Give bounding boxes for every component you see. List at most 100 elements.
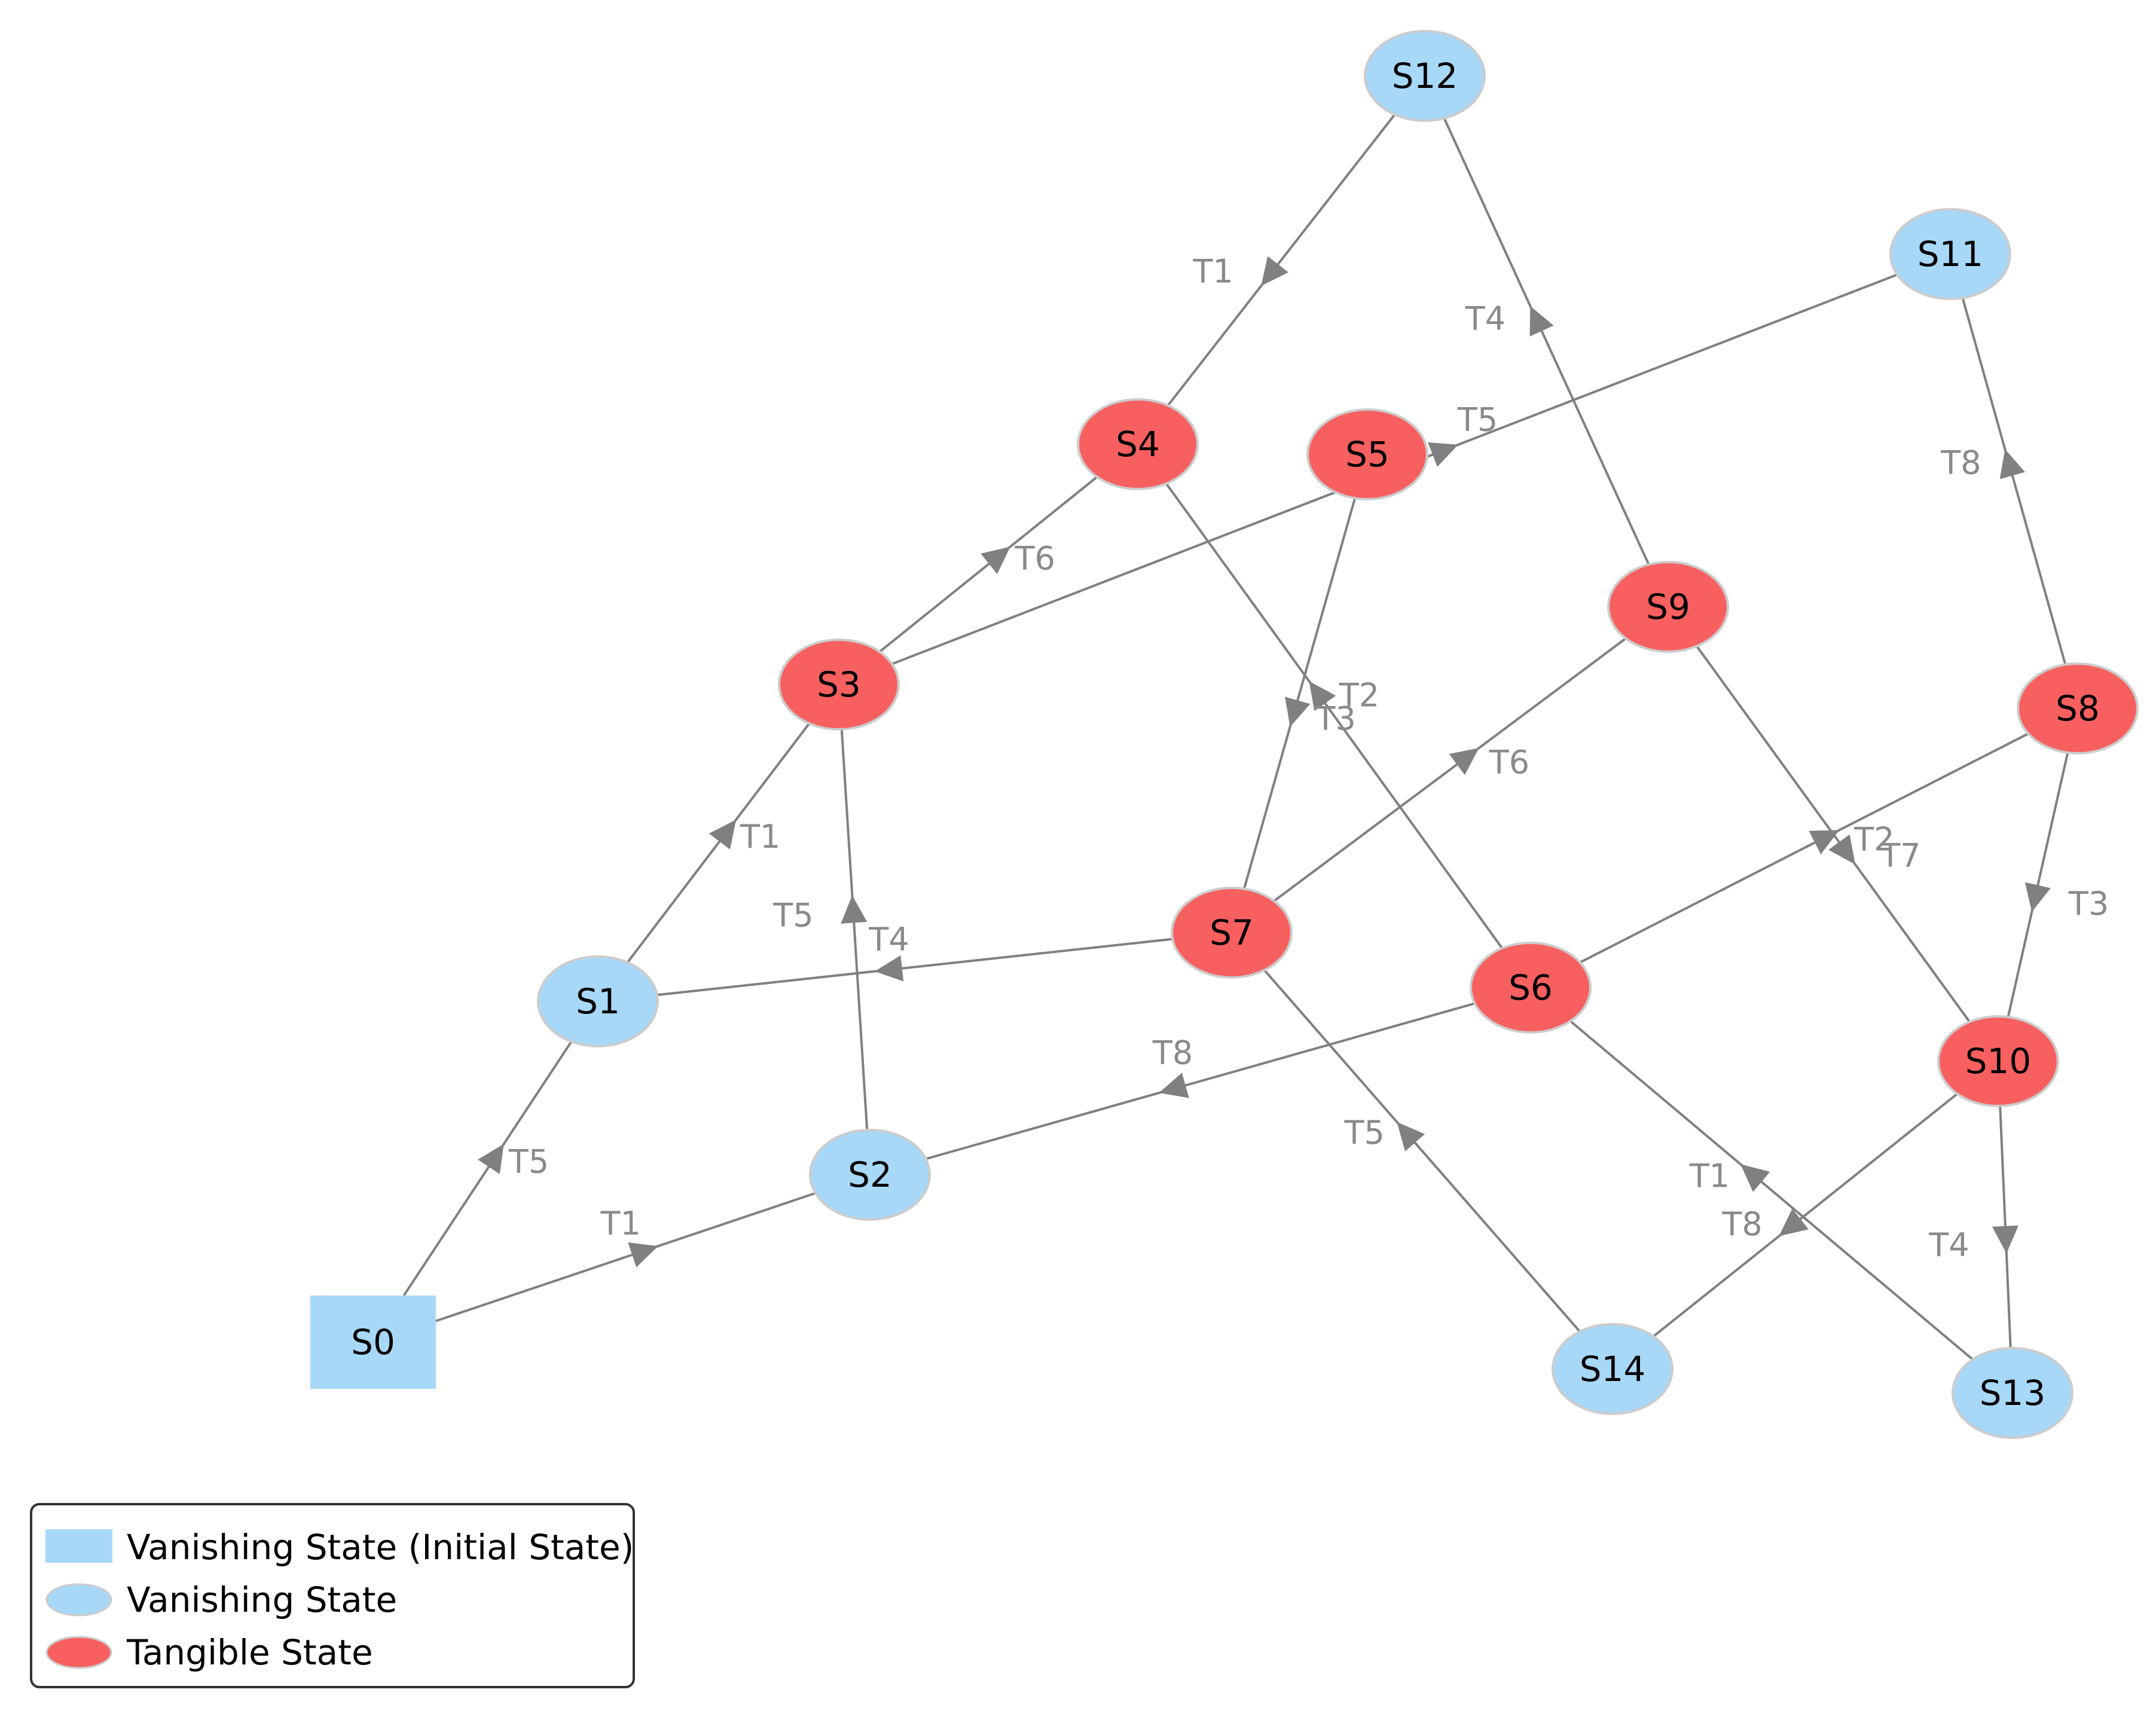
state-node-s3[interactable]: S3 [778,638,900,731]
state-node-s0[interactable]: S0 [310,1296,436,1389]
state-node-s14[interactable]: S14 [1552,1323,1674,1415]
state-node-s10[interactable]: S10 [1937,1015,2059,1107]
edge-s0-s1 [402,1041,573,1297]
legend-label-vanishing: Vanishing State [127,1579,397,1620]
edge-arrowhead-icon [1397,1122,1425,1151]
state-label: S10 [1965,1041,2032,1081]
edge-s2-s3 [840,729,869,1131]
edge-arrowhead-icon [1159,1073,1189,1098]
state-label: S9 [1646,586,1690,627]
edge-arrowhead-icon [1999,449,2026,479]
edge-label: T3 [2068,885,2109,922]
tangible-state-ellipse [1077,398,1199,490]
edge-label: T1 [1689,1157,1730,1195]
vanishing-state-ellipse [1889,208,2011,300]
edge-label: T1 [600,1205,640,1242]
edge-label: T8 [1940,444,1981,481]
state-node-s4[interactable]: S4 [1077,398,1199,490]
state-node-s2[interactable]: S2 [809,1129,931,1221]
edge-label: T5 [1457,401,1498,438]
edge-arrowhead-icon [1428,442,1458,467]
edge-arrowhead-icon [1309,681,1336,711]
legend: Vanishing State (Initial State) Vanishin… [30,1503,635,1688]
legend-label-tangible: Tangible State [126,1632,373,1673]
tangible-state-ellipse [1937,1015,2059,1107]
edge-s7-s9 [1273,637,1627,902]
state-node-s12[interactable]: S12 [1364,30,1486,122]
state-node-s9[interactable]: S9 [1607,561,1729,653]
edge-s9-s12 [1443,118,1650,565]
edge-label: T3 [1315,700,1356,738]
edge-label: T5 [1343,1114,1384,1151]
edge-arrowhead-icon [478,1144,504,1174]
legend-swatch-vanishing [45,1583,112,1617]
edge-s8-s10 [2007,752,2069,1018]
state-label: S1 [576,981,620,1022]
edge-arrowhead-icon [1261,256,1288,286]
edge-s5-s7 [1242,497,1357,890]
state-label: S2 [848,1154,892,1195]
state-label: S5 [1345,434,1390,475]
vanishing-state-ellipse [809,1129,931,1221]
edge-arrowhead-icon [2024,882,2051,912]
tangible-state-ellipse [1306,408,1428,500]
edge-arrowhead-icon [1809,830,1840,854]
edge-arrowhead-icon [1828,834,1855,864]
state-label: S13 [1980,1373,2046,1413]
state-label: S4 [1116,424,1160,465]
edge-arrowhead-icon [841,895,868,924]
edge-label: T2 [1339,677,1379,714]
edge-s3-s4 [878,476,1098,653]
edge-arrowhead-icon [875,955,904,982]
state-node-s1[interactable]: S1 [537,955,659,1047]
state-node-s8[interactable]: S8 [2017,662,2139,754]
legend-swatch-initial [45,1529,112,1563]
edge-arrowhead-icon [628,1242,658,1267]
legend-label-initial: Vanishing State (Initial State) [127,1527,634,1568]
edge-label: T6 [1015,539,1055,577]
edge-label: T4 [1928,1226,1969,1264]
edge-label: T1 [740,818,780,856]
state-node-s13[interactable]: S13 [1952,1347,2073,1439]
edge-arrowhead-icon [709,819,737,850]
tangible-state-ellipse [2017,662,2139,754]
state-label: S14 [1580,1349,1646,1389]
edge-s7-s1 [656,937,1173,997]
tangible-state-ellipse [1607,561,1729,653]
state-node-s6[interactable]: S6 [1470,942,1592,1034]
edge-arrowhead-icon [981,546,1010,575]
vanishing-state-ellipse [1364,30,1486,122]
vanishing-state-ellipse [1552,1323,1674,1415]
edge-label: T6 [1489,744,1529,781]
edge-s8-s11 [1961,297,2067,665]
legend-swatch-tangible [45,1636,112,1669]
state-label: S3 [817,664,861,705]
edge-s6-s8 [1579,732,2029,964]
edge-s6-s2 [926,1002,1475,1160]
edge-label: T1 [1192,252,1233,290]
state-node-s5[interactable]: S5 [1306,408,1428,500]
state-label: S6 [1508,967,1553,1008]
edge-arrowhead-icon [1779,1208,1809,1236]
initial-state-box [310,1296,436,1389]
edge-s10-s14 [1653,1093,1958,1337]
edge-arrowhead-icon [1992,1225,2018,1254]
state-node-s7[interactable]: S7 [1171,887,1293,979]
state-node-s11[interactable]: S11 [1889,208,2011,300]
edge-s0-s2 [435,1191,816,1322]
state-label: S7 [1210,912,1254,953]
edge-arrowhead-icon [1529,305,1554,337]
state-label: S11 [1917,234,1984,274]
edge-arrowhead-icon [1740,1164,1770,1192]
edge-label: T5 [772,896,813,934]
edge-labels-layer: T5T1T1T5T6T5T1T4T3T2T6T4T8T2T8T3T7T8T4T1… [508,252,2109,1263]
edge-s12-s4 [1166,114,1396,407]
vanishing-state-ellipse [537,955,659,1047]
legend-frame [30,1503,635,1688]
tangible-state-ellipse [1171,887,1293,979]
edge-label: T4 [868,921,909,958]
edge-label: T7 [1880,836,1920,874]
tangible-state-ellipse [1470,942,1592,1034]
state-label: S8 [2056,688,2100,729]
